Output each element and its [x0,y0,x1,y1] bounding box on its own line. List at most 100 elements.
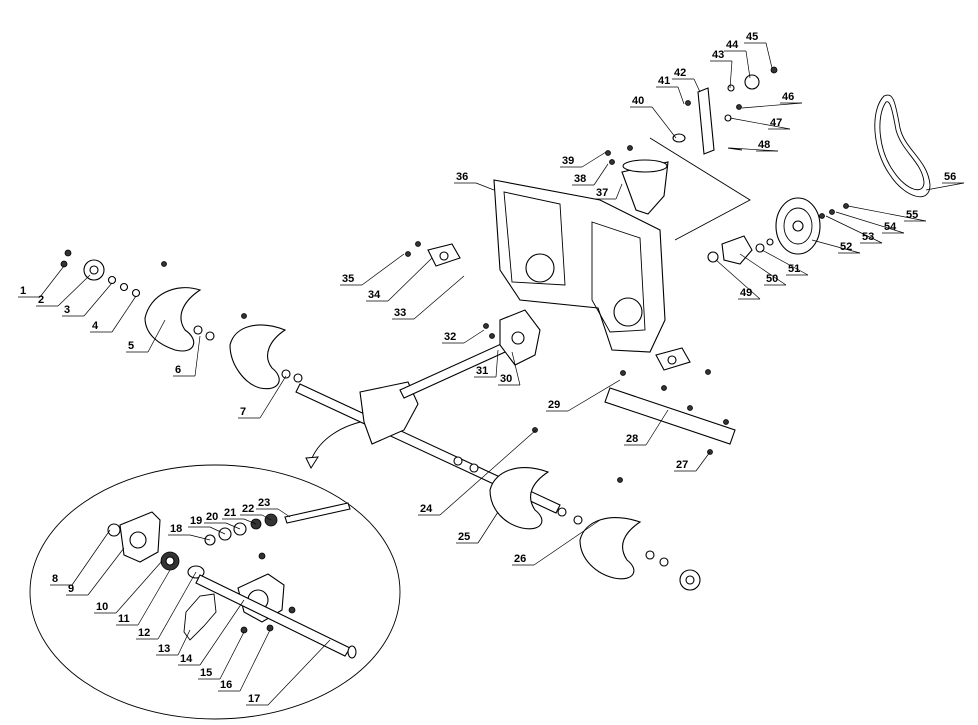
callout-leader-line [57,274,91,307]
callout-38: 38 [572,163,609,186]
callout-2: 2 [36,274,91,307]
callout-52: 52 [811,239,861,254]
part-number-label: 26 [514,553,526,565]
part-number-label: 20 [206,511,218,523]
callout-43: 43 [710,49,733,89]
part-number-label: 53 [862,231,874,243]
callout-47: 47 [729,117,791,130]
callout-50: 50 [739,253,787,286]
callout-leader-line [477,511,499,544]
callout-leader-line [741,102,803,109]
part-number-label: 30 [500,373,512,385]
part-number-label: 41 [658,75,670,87]
callout-leader-line [593,163,609,186]
callout-leader-line [475,182,495,191]
part-number-label: 50 [766,273,778,285]
part-number-label: 22 [242,503,254,515]
callout-leader-line [147,319,166,353]
callout-leader-line [825,215,883,244]
callout-leader-line [677,86,685,105]
callout-leader-line [729,60,733,89]
left-end-bearing-parts [60,249,141,298]
part-number-label: 21 [224,507,236,519]
part-number-label: 56 [944,171,956,183]
part-number-label: 7 [240,406,246,418]
callout-25: 25 [456,511,499,544]
callout-leader-line [225,522,241,530]
part-number-label: 33 [394,307,406,319]
callout-leader-line [463,329,485,344]
part-number-label: 36 [456,171,468,183]
callout-12: 12 [136,571,197,640]
callout-36: 36 [454,171,495,191]
part-number-label: 18 [170,523,182,535]
part-number-label: 8 [52,573,58,585]
callout-49: 49 [715,259,761,300]
part-number-label: 10 [96,601,108,613]
callout-leader-line [729,117,791,130]
callout-30: 30 [498,351,521,386]
callout-56: 56 [925,171,965,191]
auger-spirals [144,261,642,580]
callout-leader-line [745,50,751,79]
callout-leader-line [715,259,761,300]
callout-leader-line [267,639,331,706]
part-number-label: 55 [906,209,918,221]
part-number-label: 32 [444,331,456,343]
part-number-label: 42 [674,67,686,79]
callout-26: 26 [512,519,601,566]
callout-11: 11 [116,569,171,626]
callout-leader-line [361,253,405,286]
callout-53: 53 [825,215,883,244]
callout-leader-line [87,547,125,596]
callout-17: 17 [246,639,331,706]
callout-leader-line [835,211,905,234]
callout-leader-line [111,295,137,333]
part-number-label: 16 [220,679,232,691]
callout-leader-line [199,599,245,666]
part-number-label: 51 [788,263,800,275]
callout-32: 32 [442,329,485,344]
callout-leader-line [511,351,521,386]
chute-crank-bracket [649,66,778,241]
callout-8: 8 [50,529,111,586]
callout-6: 6 [173,335,201,377]
callout-13: 13 [156,629,191,656]
part-number-label: 19 [190,515,202,527]
callout-leader-line [71,529,111,586]
callout-leader-line [615,183,623,200]
part-number-label: 14 [180,653,193,665]
callout-28: 28 [624,409,669,446]
auger-shaft-assembly [281,339,701,591]
part-number-label: 3 [64,304,70,316]
part-number-label: 40 [632,95,644,107]
callout-leader-line [567,379,621,412]
callout-46: 46 [741,91,803,109]
part-number-label: 43 [712,49,724,61]
callout-leader-line [194,335,201,377]
callout-21: 21 [222,507,257,525]
callout-35: 35 [340,253,405,286]
part-number-label: 25 [458,531,470,543]
callout-48: 48 [729,139,779,152]
callout-1: 1 [18,265,65,298]
callout-leader-line [693,78,701,93]
part-number-label: 45 [746,31,758,43]
part-number-label: 47 [770,117,782,129]
part-number-label: 29 [548,399,560,411]
part-number-label: 37 [596,187,608,199]
callout-leader-line [729,147,779,152]
callout-leader-line [765,42,773,69]
part-number-label: 17 [248,693,260,705]
callout-10: 10 [94,560,163,614]
callout-16: 16 [218,629,271,692]
part-number-label: 27 [676,459,688,471]
callout-5: 5 [126,319,166,353]
part-number-label: 2 [38,294,44,306]
callout-leader-line [137,569,171,626]
part-number-label: 52 [840,241,852,253]
part-number-label: 5 [128,340,134,352]
part-number-label: 38 [574,173,586,185]
callout-27: 27 [674,451,711,472]
